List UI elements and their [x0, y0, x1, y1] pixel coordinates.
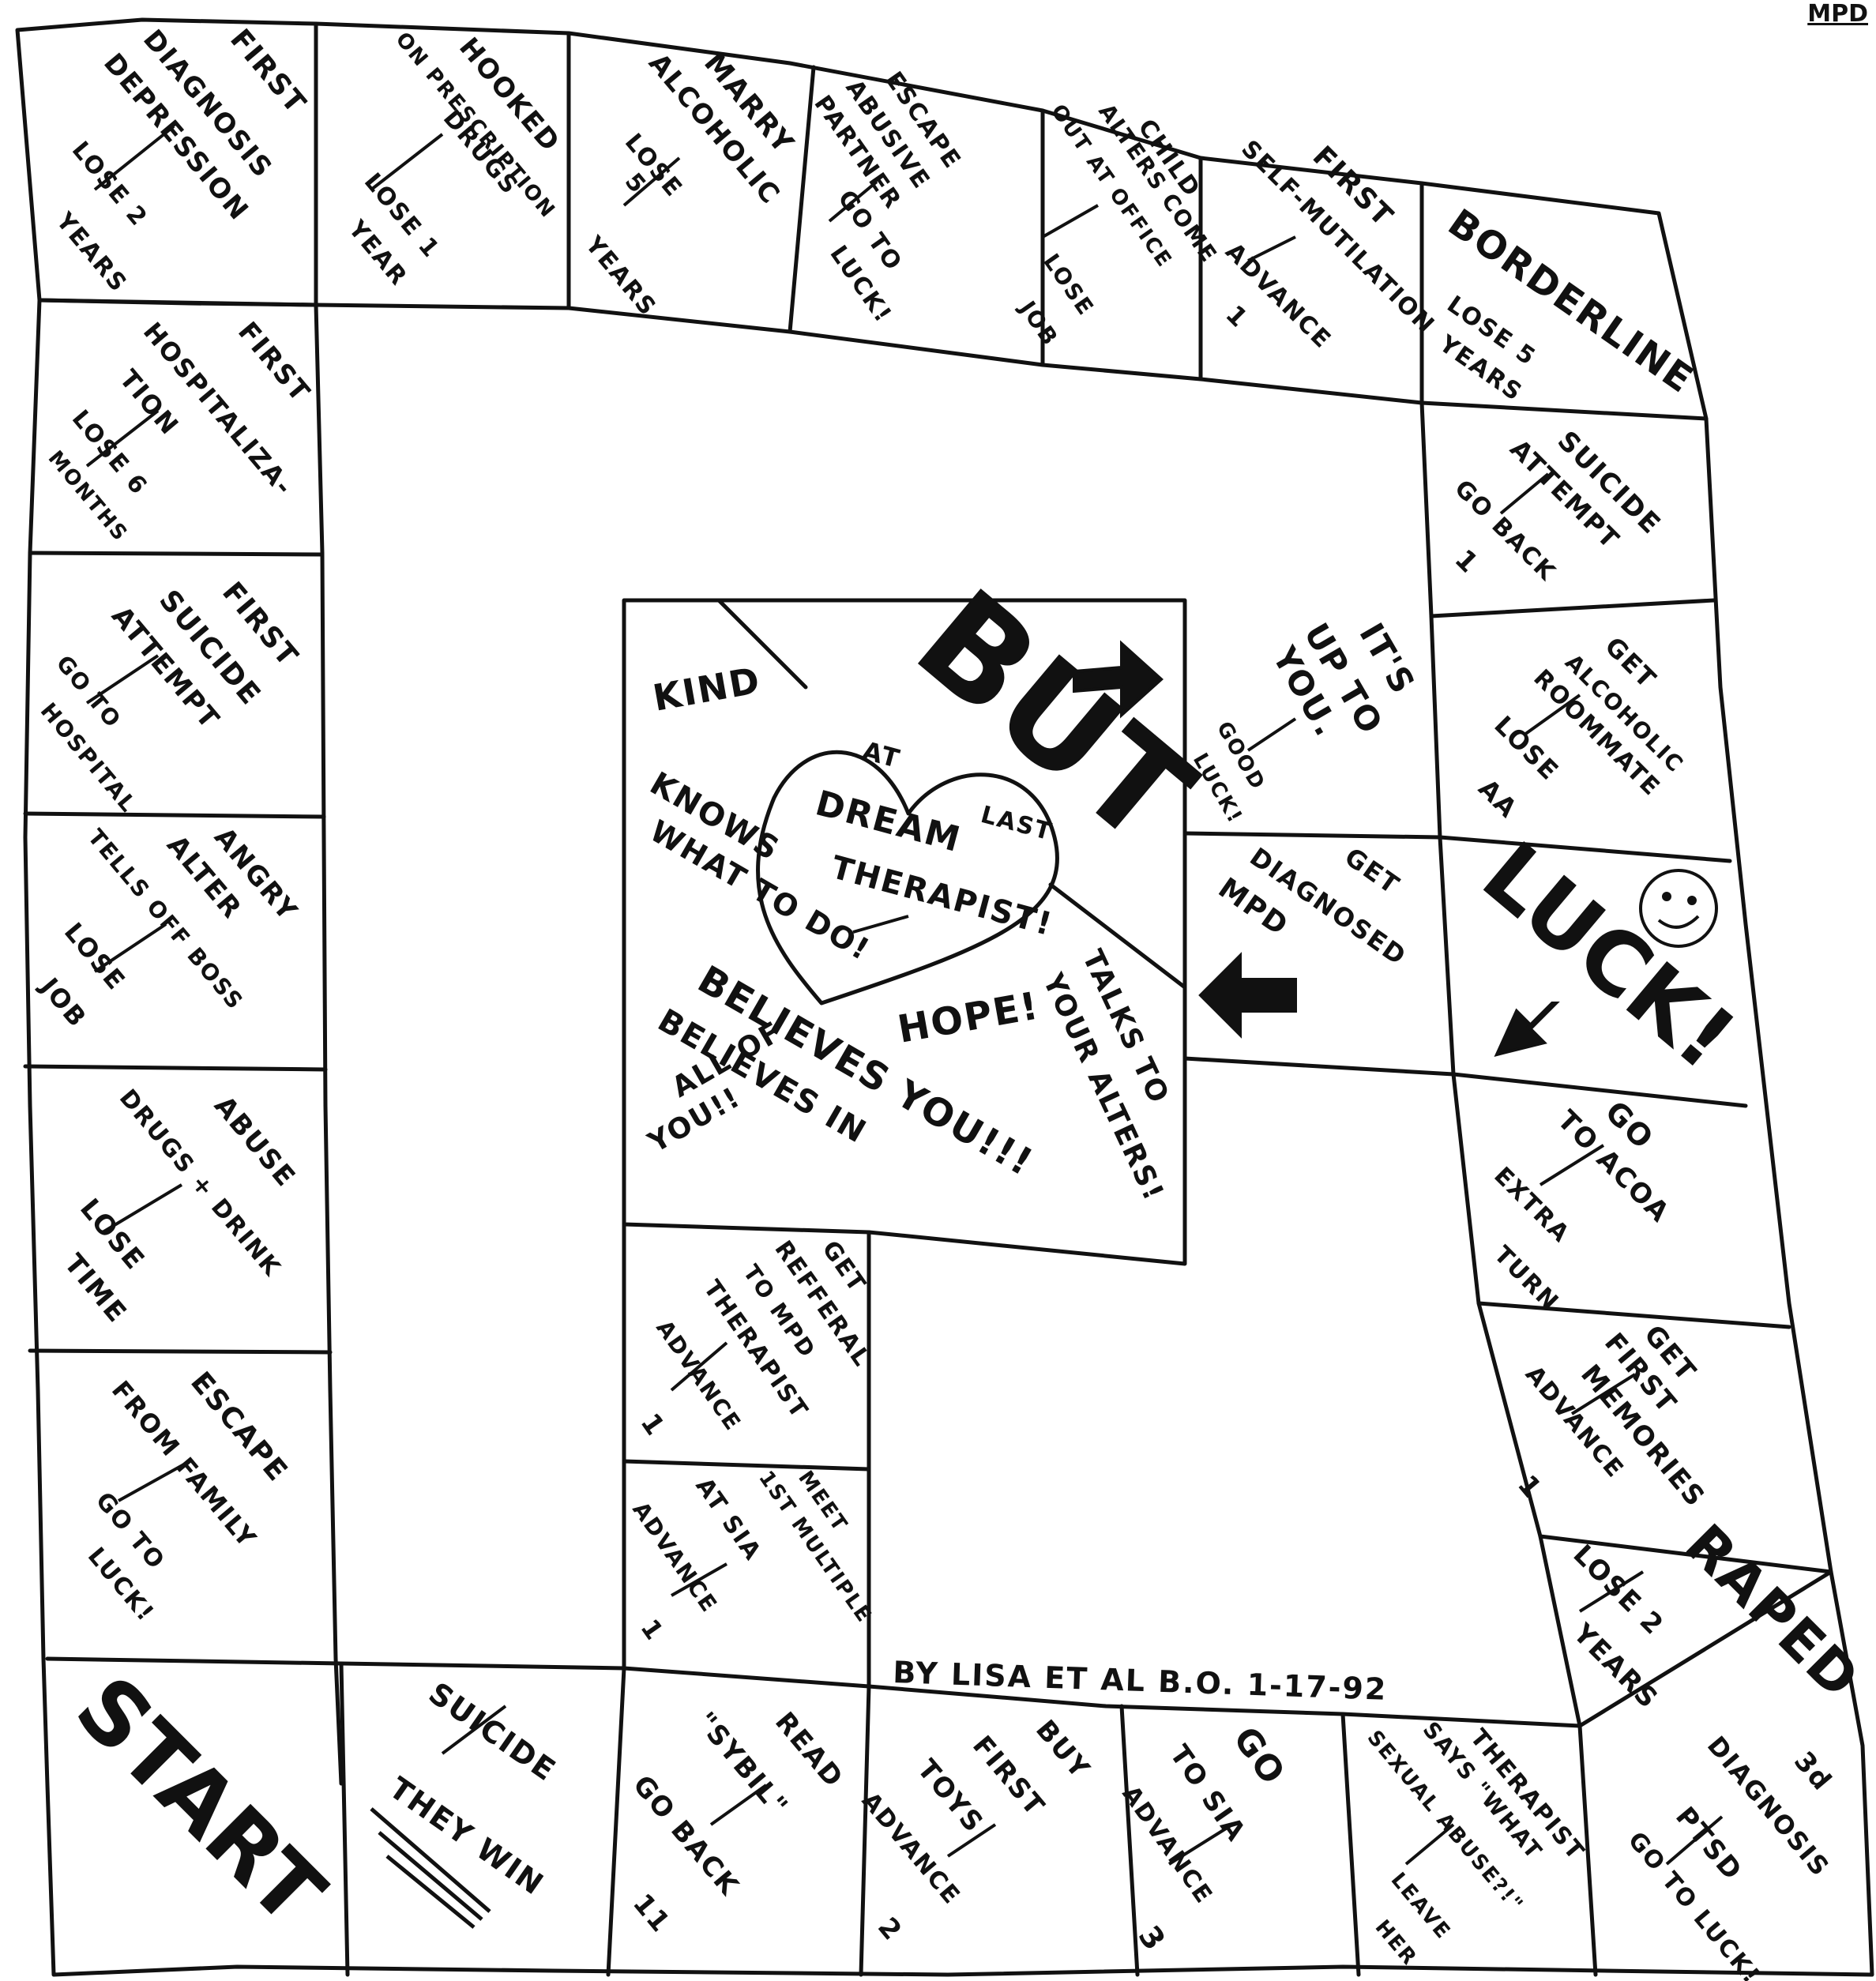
child-alters-text-4: LOSE	[1038, 249, 1099, 321]
left-arrow-icon	[1201, 956, 1295, 1035]
therapist-says-text-5: HER	[1370, 1915, 1422, 1970]
read-sybil-text-3: GO BACK	[626, 1769, 745, 1902]
meet-multiple-text-3: AT SIA	[690, 1473, 766, 1566]
acoa-text-3: EXTRA	[1488, 1162, 1575, 1249]
raped-text-1: RAPED	[1673, 1512, 1873, 1712]
diagnosed-mpd-text-1: GET	[1339, 841, 1405, 900]
center-hope-text: HOPE!	[894, 983, 1043, 1052]
third-diagnosis-text-1: 3d	[1788, 1746, 1838, 1798]
read-sybil-text-1: READ	[769, 1706, 850, 1794]
self-mutilation-text-3: ADVANCE	[1220, 238, 1337, 355]
memories-text-5: 1	[1511, 1469, 1548, 1505]
angry-alter-text-4: LOSE	[58, 917, 132, 997]
down-left-arrow-icon	[1497, 1003, 1556, 1054]
self-mutilation-text-4: 1	[1220, 299, 1254, 334]
inner-border-left	[316, 305, 341, 1784]
center-kind-text: KIND	[650, 659, 765, 720]
start-square-text: START	[57, 1657, 344, 1944]
abuse-drugs-text-1: ABUSE	[208, 1090, 302, 1193]
child-alters-text-5: JOB	[1013, 295, 1063, 351]
roommate-text-4: LOSE	[1488, 710, 1565, 787]
first-diagnosis-text-1: FIRST	[224, 23, 313, 120]
read-sybil-text-4: 11	[626, 1888, 677, 1939]
credit-text: BY LISA ET AL B.O. 1-17-92	[893, 1655, 1388, 1707]
suicide-text-1: SUICIDE	[423, 1675, 563, 1788]
marry-text-5: YEARS	[579, 231, 662, 321]
angry-alter-text-5: JOB	[34, 971, 93, 1033]
separator-marks	[87, 126, 1722, 1864]
roommate-text-5: AA	[1472, 773, 1524, 825]
go-sia-text-1: GO	[1225, 1720, 1293, 1793]
buy-toys-text-3: TOYS	[911, 1754, 990, 1839]
hospitalization-text-1: FIRST	[231, 316, 317, 408]
first-diagnosis-text-5: YEARS	[50, 207, 133, 298]
suicide-attempt-text-4: 1	[1449, 543, 1485, 580]
inner-border-right	[1422, 403, 1580, 1726]
meet-multiple-text-5: 1	[634, 1614, 670, 1647]
center-at-text: AT	[859, 735, 904, 774]
buy-toys-text-5: 2	[871, 1911, 908, 1947]
suicide-text-2: THEY WIN	[383, 1770, 551, 1902]
buy-toys-text-1: BUY	[1029, 1714, 1096, 1785]
referral-text-6: 1	[634, 1408, 671, 1442]
center-dream-text: DREAM	[811, 783, 965, 860]
